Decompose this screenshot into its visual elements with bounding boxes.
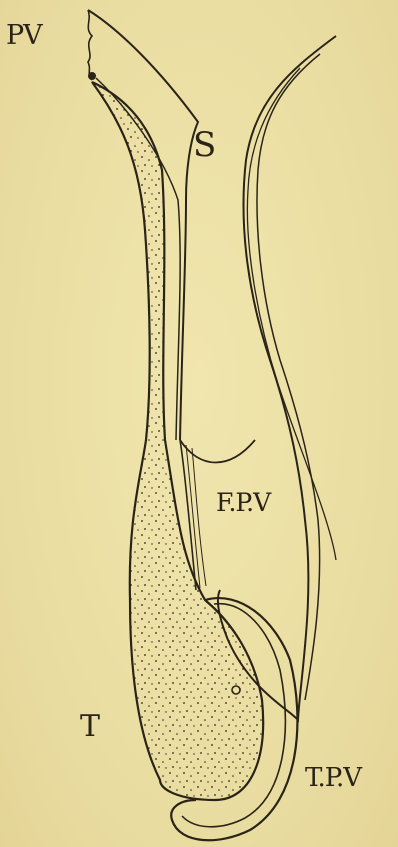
left-outer-wall bbox=[88, 10, 198, 440]
testis-body bbox=[92, 82, 263, 800]
sac-junction bbox=[180, 440, 255, 463]
right-sac-wall bbox=[247, 68, 336, 560]
label-t: T bbox=[80, 712, 99, 742]
label-s: S bbox=[193, 128, 215, 162]
label-tpv: T.P.V bbox=[305, 765, 361, 791]
right-sac-outer bbox=[218, 36, 336, 720]
label-fpv: F.P.V bbox=[216, 490, 270, 515]
label-pv: PV bbox=[6, 22, 42, 49]
right-sac-inner bbox=[257, 54, 320, 700]
tube-tip bbox=[88, 10, 92, 80]
tip-dot bbox=[88, 72, 96, 80]
